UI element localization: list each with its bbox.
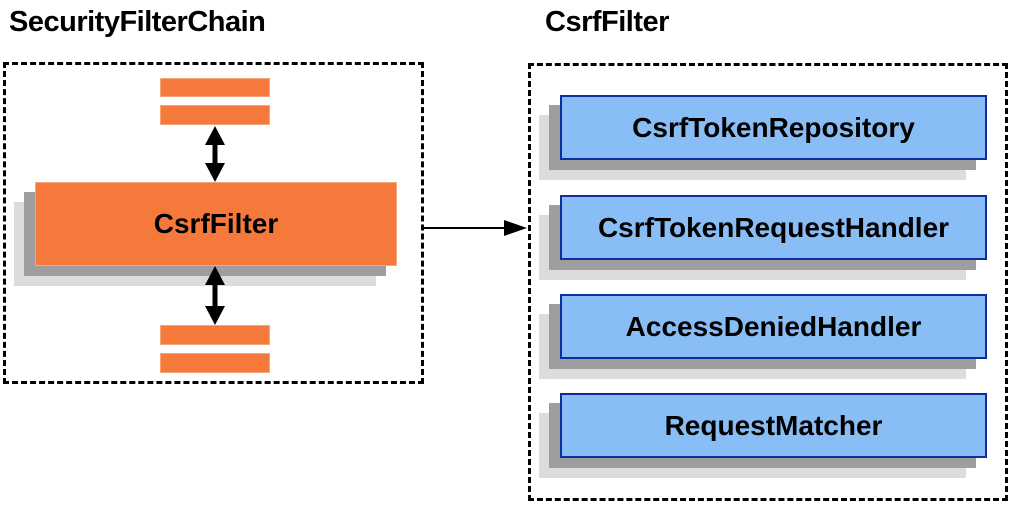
filter-placeholder-bar <box>160 353 270 373</box>
csrf-filter-node-label: CsrfFilter <box>153 208 279 239</box>
security-filter-chain-boundary <box>3 62 424 384</box>
component-label: CsrfTokenRequestHandler <box>597 211 950 243</box>
csrf-filter-node: CsrfFilter <box>35 182 397 266</box>
csrf-filter-boundary <box>528 63 1008 501</box>
security-filter-chain-title: SecurityFilterChain <box>9 6 266 38</box>
filter-placeholder-bar <box>160 78 270 97</box>
component-node-access-denied-handler: AccessDeniedHandler <box>560 294 987 359</box>
component-label: CsrfTokenRepository <box>632 111 915 143</box>
component-node-csrf-token-repository: CsrfTokenRepository <box>560 95 987 160</box>
component-node-csrf-token-request-handler: CsrfTokenRequestHandler <box>560 195 987 260</box>
flow-arrow <box>423 220 527 236</box>
component-label: RequestMatcher <box>664 409 883 441</box>
csrf-filter-title: CsrfFilter <box>545 6 669 38</box>
component-node-request-matcher: RequestMatcher <box>560 393 987 458</box>
component-label: AccessDeniedHandler <box>625 310 922 342</box>
filter-placeholder-bar <box>160 325 270 345</box>
filter-placeholder-bar <box>160 105 270 125</box>
